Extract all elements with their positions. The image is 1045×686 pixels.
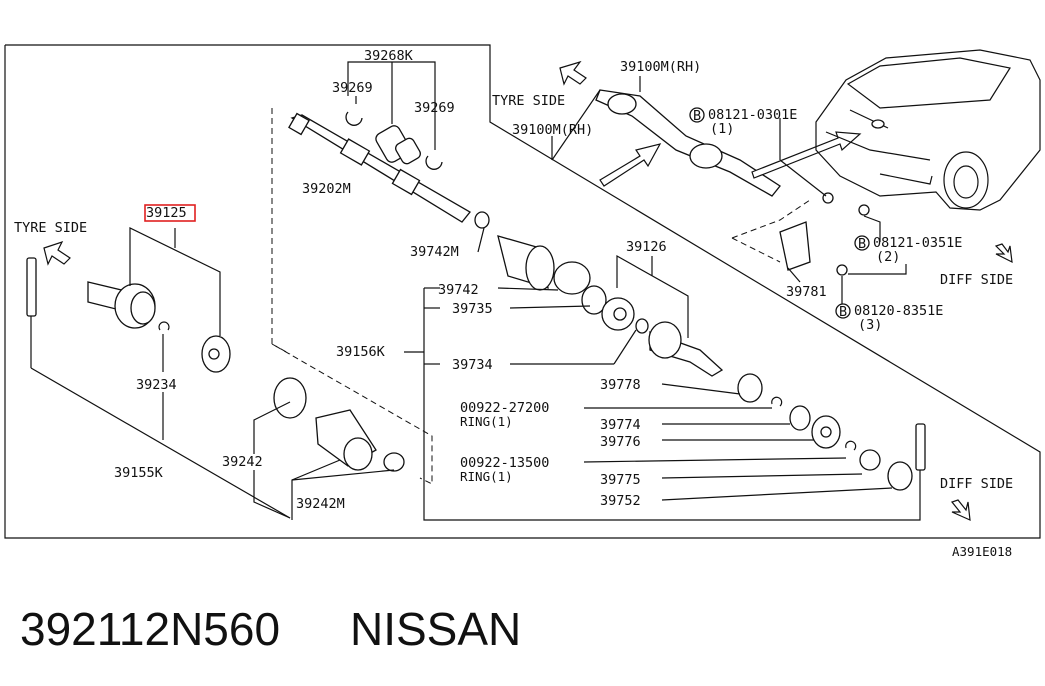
bolt-badge-letter: B	[693, 108, 701, 124]
seal-icon	[859, 449, 881, 471]
part-label-39125[interactable]: 39125	[146, 205, 187, 221]
snap-ring-icon	[581, 285, 607, 315]
bolt-badge-3	[835, 303, 851, 319]
band-clamp-icon	[474, 211, 490, 229]
part-label-39742m[interactable]: 39742M	[410, 244, 459, 260]
footer-part-number: 392112N560	[20, 603, 280, 655]
diff-side-label: DIFF SIDE	[940, 272, 1013, 288]
diff-side-arrow-icon	[994, 243, 1013, 264]
washer-icon	[789, 405, 811, 431]
part-label-39742[interactable]: 39742	[438, 282, 479, 298]
diff-side-label: DIFF SIDE	[940, 476, 1013, 492]
arrow-icon	[599, 143, 662, 187]
tyre-side-label: TYRE SIDE	[492, 93, 565, 109]
ring-icon	[771, 396, 783, 407]
washer-icon	[737, 373, 763, 403]
part-label-39269[interactable]: 39269	[414, 100, 455, 116]
band-clamp-icon	[383, 452, 405, 472]
diff-side-arrow-icon	[950, 499, 971, 521]
tyre-side-arrow-icon	[559, 60, 587, 86]
part-label-39156k[interactable]: 39156K	[336, 344, 386, 360]
part-label-39155k[interactable]: 39155K	[114, 465, 164, 481]
part-label-39234[interactable]: 39234	[136, 377, 177, 393]
tyre-side-label: TYRE SIDE	[14, 220, 87, 236]
bolt-badge-1	[689, 107, 705, 123]
bolt-part-label[interactable]: 08121-0301E	[708, 107, 797, 123]
footer-brand: NISSAN	[350, 603, 521, 655]
ring-part-label[interactable]: 00922-13500	[460, 455, 549, 471]
ring-part-label[interactable]: 00922-27200	[460, 400, 549, 416]
bolt-icon	[858, 204, 870, 216]
part-label-39774[interactable]: 39774	[600, 417, 641, 433]
band-clamp-icon	[345, 111, 363, 126]
diagram-frame	[4, 44, 1041, 539]
bolt-part-label[interactable]: 08120-8351E	[854, 303, 943, 319]
bolt-badge-letter: B	[839, 304, 847, 320]
part-label-39242[interactable]: 39242	[222, 454, 263, 470]
part-label-39775[interactable]: 39775	[600, 472, 641, 488]
figure-code: A391E018	[952, 544, 1012, 559]
lower-boot-group	[253, 377, 405, 520]
ring-note-label: RING(1)	[460, 469, 513, 484]
highlight-box[interactable]	[144, 204, 196, 222]
part-label-39202m[interactable]: 39202M	[302, 181, 351, 197]
band-icon	[273, 377, 307, 419]
part-label-39778[interactable]: 39778	[600, 377, 641, 393]
tyre-side-arrow-icon	[43, 240, 71, 266]
car-illustration	[815, 49, 1041, 211]
part-label-39268k[interactable]: 39268K	[364, 48, 414, 64]
inner-joint-group	[404, 211, 921, 521]
part-label-39776[interactable]: 39776	[600, 434, 641, 450]
part-label-39242m[interactable]: 39242M	[296, 496, 345, 512]
part-label-39781[interactable]: 39781	[786, 284, 827, 300]
bearing-stack-group	[583, 373, 926, 501]
part-label-39269[interactable]: 39269	[332, 80, 373, 96]
part-label-39735[interactable]: 39735	[452, 301, 493, 317]
rod-icon	[915, 423, 926, 471]
part-label-39100m[interactable]: 39100M(RH)	[620, 59, 701, 75]
part-label-39734[interactable]: 39734	[452, 357, 493, 373]
bolt-qty-label: (3)	[858, 317, 882, 333]
bolt-icon	[836, 264, 848, 276]
car-body-icon	[815, 49, 1041, 211]
shaft-group	[271, 61, 471, 485]
bolt-badge-2	[854, 235, 870, 251]
drive-shaft-icon	[290, 114, 471, 223]
ring-icon	[845, 440, 857, 451]
band-icon	[553, 261, 591, 295]
bolt-qty-label: (1)	[710, 121, 734, 137]
bolt-qty-label: (2)	[876, 249, 900, 265]
part-label-39752[interactable]: 39752	[600, 493, 641, 509]
bolt-part-label[interactable]: 08121-0351E	[873, 235, 962, 251]
bolt-badge-letter: B	[858, 236, 866, 252]
circlip-icon	[158, 321, 170, 331]
seal-icon	[887, 461, 913, 491]
outer-joint-group	[26, 227, 291, 519]
rod-icon	[26, 257, 37, 317]
part-label-39126[interactable]: 39126	[626, 239, 667, 255]
ring-note-label: RING(1)	[460, 414, 513, 429]
driveshaft-assembly-group	[551, 76, 907, 304]
bracket-plate-icon	[779, 221, 811, 271]
part-label-39100m[interactable]: 39100M(RH)	[512, 122, 593, 138]
